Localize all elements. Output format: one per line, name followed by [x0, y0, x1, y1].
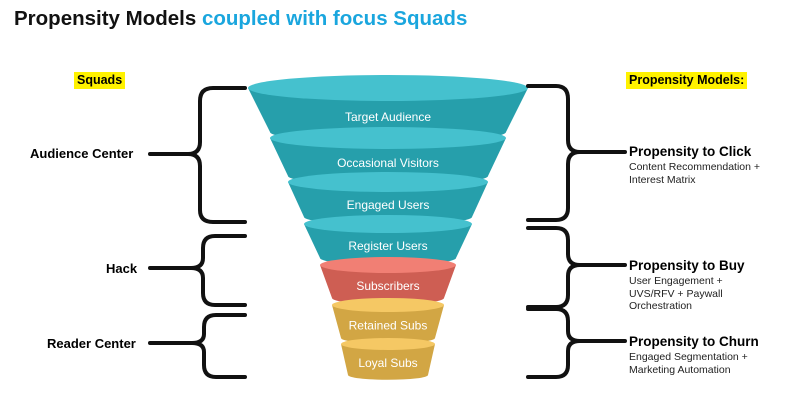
funnel-segment-2: Occasional Visitors	[270, 127, 506, 185]
squads-header: Squads	[74, 72, 126, 89]
left-brace-hack	[148, 234, 247, 307]
funnel-segment-5: Subscribers	[320, 257, 456, 305]
model-name: Propensity to Buy	[629, 258, 745, 273]
title-main: Propensity Models	[14, 7, 197, 30]
model-name: Propensity to Churn	[629, 334, 759, 349]
funnel-segment-top	[304, 215, 472, 233]
left-brace-reader-center	[148, 313, 247, 379]
funnel-segment-top	[320, 257, 456, 273]
funnel-label: Loyal Subs	[358, 356, 417, 370]
model-name: Propensity to Click	[629, 144, 752, 159]
squad-reader-center: Reader Center	[47, 336, 136, 351]
funnel-segment-body	[341, 344, 435, 380]
model-propensity-to-click: Propensity to Click Content Recommendati…	[629, 144, 760, 186]
funnel-segment-4: Register Users	[304, 215, 472, 266]
propensity-models-header: Propensity Models:	[626, 72, 748, 89]
funnel-segment-top	[341, 338, 435, 350]
model-desc: User Engagement + UVS/RFV + Paywall Orch…	[629, 275, 723, 312]
model-desc: Content Recommendation + Interest Matrix	[629, 161, 761, 186]
funnel-segment-top	[332, 298, 444, 312]
funnel-label: Target Audience	[345, 110, 431, 124]
funnel-segment-1: Target Audience	[248, 75, 528, 143]
squad-audience-center: Audience Center	[30, 146, 134, 161]
funnel-segment-top	[288, 172, 488, 192]
funnel-segment-body	[320, 265, 456, 305]
funnel-segment-3: Engaged Users	[288, 172, 488, 225]
funnel-label: Engaged Users	[347, 198, 430, 212]
funnel-segment-body	[288, 182, 488, 225]
right-brace-churn	[526, 307, 627, 379]
funnel-segment-body	[332, 305, 444, 344]
model-desc: Engaged Segmentation + Marketing Automat…	[629, 351, 748, 376]
funnel-segment-top	[270, 127, 506, 149]
left-brace-audience-center	[148, 86, 247, 224]
funnel-segment-body	[304, 224, 472, 266]
right-brace-buy	[526, 226, 627, 309]
page-title: Propensity Models coupled with focus Squ…	[14, 7, 467, 31]
right-brace-click	[526, 84, 627, 222]
funnel-segment-body	[270, 138, 506, 185]
funnel-label: Subscribers	[356, 279, 419, 293]
model-propensity-to-churn: Propensity to Churn Engaged Segmentation…	[629, 334, 759, 376]
funnel-segment-body	[248, 88, 528, 143]
model-propensity-to-buy: Propensity to Buy User Engagement + UVS/…	[629, 258, 745, 313]
funnel-label: Occasional Visitors	[337, 156, 439, 170]
funnel-label: Retained Subs	[349, 318, 428, 332]
title-accent: coupled with focus Squads	[201, 7, 468, 30]
funnel-label: Register Users	[348, 239, 427, 253]
funnel-segment-7: Loyal Subs	[341, 338, 435, 380]
squad-hack: Hack	[106, 261, 138, 276]
funnel-segment-6: Retained Subs	[332, 298, 444, 344]
funnel-segment-top	[248, 75, 528, 101]
